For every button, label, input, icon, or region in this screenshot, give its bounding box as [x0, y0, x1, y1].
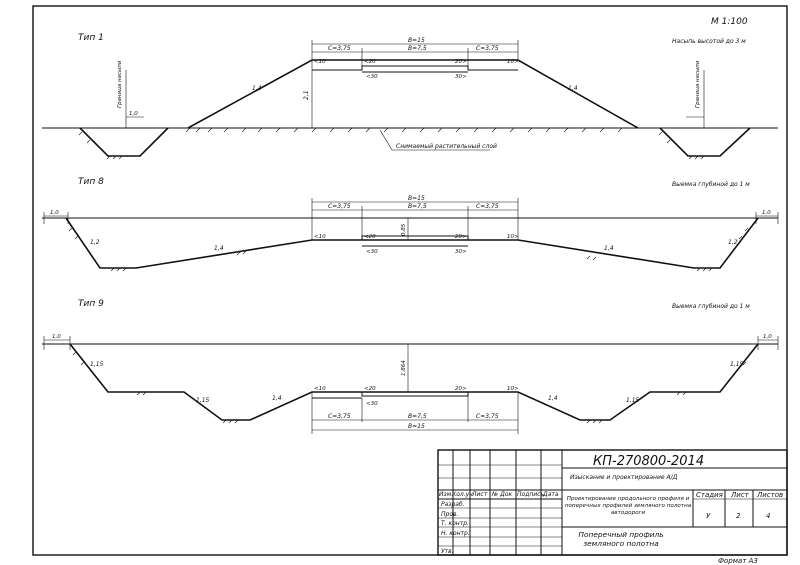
crossfall-label: <30	[366, 249, 378, 255]
dim-height: 0,85	[401, 223, 407, 236]
section-title: Тип 9	[78, 299, 104, 309]
dim-c-left: С=3,75	[328, 203, 351, 210]
dim-height: 1,864	[401, 360, 407, 376]
slope-label: 1,15	[730, 361, 744, 368]
section-title: Тип 8	[78, 177, 104, 187]
crossfall-label: 30>	[455, 249, 467, 255]
drawing-frame	[32, 5, 788, 556]
slope-label: 1,2	[728, 239, 738, 246]
edge-dim: 1,0	[762, 210, 771, 216]
slope-label: 1,4	[604, 245, 614, 252]
edge-dim: 1,0	[763, 334, 772, 340]
dim-b: В=7,5	[408, 413, 427, 420]
dim-total: В=15	[408, 423, 425, 430]
ground-label: Снимаемый растительный слой	[396, 143, 497, 150]
stamp-role: Пров.	[441, 511, 459, 518]
sheets-label: Листов	[756, 491, 783, 499]
stamp-role: Т. контр.	[441, 520, 469, 527]
section-note: Насыпь высотой до 3 м	[672, 38, 746, 45]
stamp-header: № Док	[491, 491, 513, 498]
crossfall-label: 20>	[455, 234, 467, 240]
crossfall-label: 10>	[507, 234, 519, 240]
stamp-header: Подпись	[517, 491, 544, 498]
stage-value: У	[706, 512, 711, 520]
dim-c-right: С=3,75	[476, 45, 499, 52]
stamp-header: Кол.уч	[452, 491, 473, 498]
edge-dim: 1,0	[52, 334, 61, 340]
crossfall-label: 20>	[455, 386, 467, 392]
stamp-role: Разраб.	[441, 501, 465, 508]
slope-label: 1,15	[196, 397, 210, 404]
edge-dim: 1,0	[129, 111, 138, 117]
sheets-value: 4	[766, 512, 770, 520]
crossfall-label: 30>	[455, 74, 467, 80]
section-type-1: Тип 1 Насыпь высотой до 3 м В=15 С=3,75 …	[42, 33, 778, 160]
boundary-label: Граница насыпи	[117, 60, 123, 108]
section-type-8: Тип 8 Выемка глубиной до 1 м В=15 С=3,75…	[42, 177, 779, 272]
stamp-role: Утв.	[441, 548, 454, 555]
crossfall-label: <10	[314, 59, 326, 65]
dim-b: В=7,5	[408, 45, 427, 52]
crossfall-label: <20	[364, 59, 376, 65]
slope-label: 1,15	[626, 397, 640, 404]
stage-label: Стадия	[696, 491, 723, 499]
crossfall-label: <30	[366, 401, 378, 407]
slope-label: 1,15	[90, 361, 104, 368]
scale-label: М 1:100	[711, 17, 748, 27]
format-label: Формат А3	[718, 557, 758, 565]
stamp-header: Лист	[471, 491, 488, 498]
crossfall-label: <10	[314, 386, 326, 392]
dim-c-left: С=3,75	[328, 45, 351, 52]
section-type-9: Тип 9 Выемка глубиной до 1 м 1,864 <10 <…	[42, 299, 779, 434]
dim-height: 2,1	[303, 90, 310, 100]
section-note: Выемка глубиной до 1 м	[672, 181, 750, 188]
crossfall-label: <20	[364, 234, 376, 240]
project-title: Проектирование продольного профиля и поп…	[564, 496, 692, 516]
section-title: Тип 1	[78, 33, 104, 43]
crossfall-label: <30	[366, 74, 378, 80]
crossfall-label: 20>	[455, 59, 467, 65]
slope-label: 1,4	[252, 85, 262, 92]
stamp-header: Изм.	[439, 491, 453, 498]
stamp-subtitle: Изыскание и проектирование А/Д	[570, 474, 678, 481]
crossfall-label: 10>	[507, 59, 519, 65]
dim-b: В=7,5	[408, 203, 427, 210]
dim-c-left: С=3,75	[328, 413, 351, 420]
dim-c-right: С=3,75	[476, 203, 499, 210]
crossfall-label: 10>	[507, 386, 519, 392]
slope-label: 1,2	[90, 239, 100, 246]
edge-dim: 1,0	[50, 210, 59, 216]
crossfall-label: <10	[314, 234, 326, 240]
boundary-label: Граница насыпи	[695, 60, 701, 108]
sheet-value: 2	[736, 512, 741, 520]
crossfall-label: <20	[364, 386, 376, 392]
doc-code: КП-270800-2014	[593, 454, 704, 469]
dim-total: В=15	[408, 195, 425, 202]
drawing-title: Поперечный профиль земляного полотна	[578, 530, 664, 548]
slope-label: 1,4	[272, 395, 282, 402]
title-block: КП-270800-2014 Изыскание и проектировани…	[437, 449, 788, 556]
dim-c-right: С=3,75	[476, 413, 499, 420]
dim-total: В=15	[408, 37, 425, 44]
slope-label: 1,4	[214, 245, 224, 252]
slope-label: 1,4	[548, 395, 558, 402]
slope-label: 1,4	[568, 85, 578, 92]
sheet-label: Лист	[730, 491, 750, 499]
section-note: Выемка глубиной до 1 м	[672, 303, 750, 310]
stamp-header: Дата	[542, 491, 559, 498]
stamp-role: Н. контр.	[441, 530, 470, 537]
